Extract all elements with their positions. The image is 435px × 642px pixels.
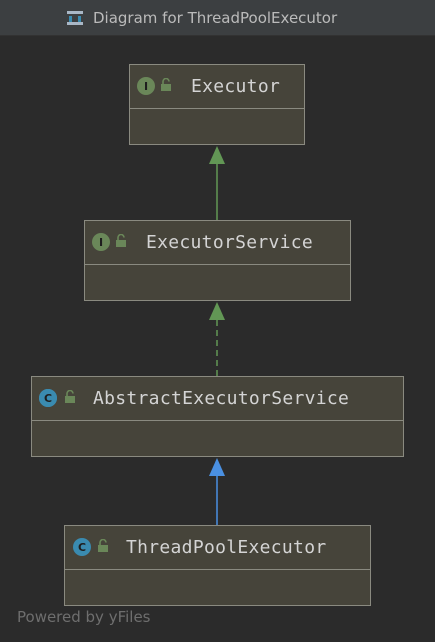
- class-hierarchy-icon: [67, 11, 83, 25]
- lock-icon: [98, 539, 108, 552]
- diagram-title-bar: Diagram for ThreadPoolExecutor: [0, 0, 435, 36]
- lock-icon: [65, 390, 75, 403]
- node-name: AbstractExecutorService: [93, 388, 350, 409]
- inheritance-edges: [209, 146, 225, 525]
- node-header: I Executor: [130, 65, 304, 109]
- diagram-canvas[interactable]: I Executor I ExecutorService C Abs: [0, 36, 435, 642]
- node-executor-service[interactable]: I ExecutorService: [84, 220, 351, 301]
- class-icon: C: [73, 538, 91, 556]
- diagram-title: Diagram for ThreadPoolExecutor: [93, 9, 338, 27]
- node-abstract-executor-service[interactable]: C AbstractExecutorService: [31, 376, 404, 457]
- node-name: ExecutorService: [146, 232, 314, 253]
- node-header: I ExecutorService: [85, 221, 350, 265]
- edge-arrowhead-executor-service: [209, 302, 225, 320]
- edge-arrowhead-abstract: [209, 458, 225, 476]
- lock-icon: [161, 78, 171, 91]
- interface-icon: I: [137, 77, 155, 95]
- node-name: Executor: [191, 76, 281, 97]
- edge-arrowhead-executor: [209, 146, 225, 164]
- lock-icon: [116, 234, 126, 247]
- node-thread-pool-executor[interactable]: C ThreadPoolExecutor: [64, 525, 371, 606]
- powered-by-label: Powered by yFiles: [17, 608, 151, 626]
- node-header: C ThreadPoolExecutor: [65, 526, 370, 570]
- node-executor[interactable]: I Executor: [129, 64, 305, 145]
- abstract-class-icon: C: [39, 389, 57, 407]
- node-header: C AbstractExecutorService: [32, 377, 403, 421]
- node-name: ThreadPoolExecutor: [126, 537, 327, 558]
- interface-icon: I: [92, 233, 110, 251]
